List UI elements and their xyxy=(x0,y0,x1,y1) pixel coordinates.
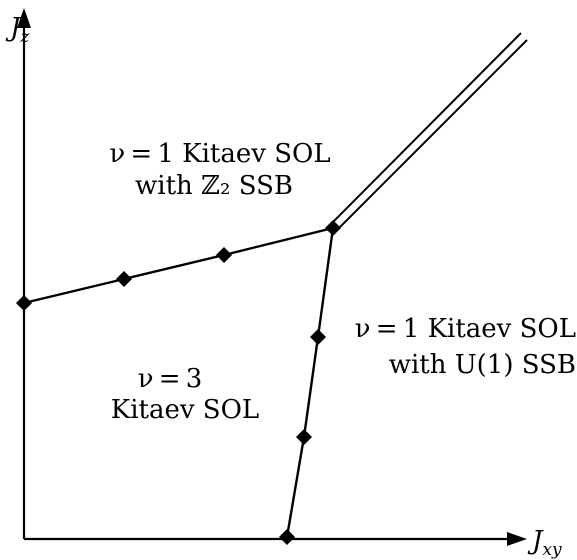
y-axis-label: Jz xyxy=(5,13,30,47)
double-line-outer-1 xyxy=(330,32,522,225)
y-axis-label-main: J xyxy=(5,13,22,43)
x-axis-label-main: J xyxy=(527,526,544,556)
phase-label-top-line2: with ℤ₂ SSB xyxy=(135,171,293,201)
upper-phase-boundary xyxy=(23,226,334,305)
phase-label-top-line1: ν = 1 Kitaev SOL xyxy=(109,139,330,169)
phase-label-right-line2: with U(1) SSB xyxy=(389,350,576,380)
x-axis-label: Jxy xyxy=(527,526,562,560)
diamond-marker-icon xyxy=(296,429,312,445)
diamond-marker-icon xyxy=(216,247,232,263)
phase-label-center-line2: Kitaev SOL xyxy=(111,395,259,425)
diamond-marker-icon xyxy=(116,271,132,287)
diamond-marker-icon xyxy=(16,295,32,311)
y-axis-label-sub: z xyxy=(19,27,30,47)
diamond-marker-icon xyxy=(325,220,341,236)
double-line-outer-2 xyxy=(335,39,528,232)
diamond-marker-icon xyxy=(310,329,326,345)
x-axis-arrow-icon xyxy=(507,532,527,546)
phase-label-center-line1: ν = 3 xyxy=(138,364,203,394)
x-axis-label-sub: xy xyxy=(542,540,562,560)
y-axis-arrow-icon xyxy=(17,8,31,28)
diamond-marker-icon xyxy=(279,529,295,545)
phase-label-right-line1: ν = 1 Kitaev SOL xyxy=(355,314,576,344)
vertical-phase-boundary xyxy=(285,227,335,538)
